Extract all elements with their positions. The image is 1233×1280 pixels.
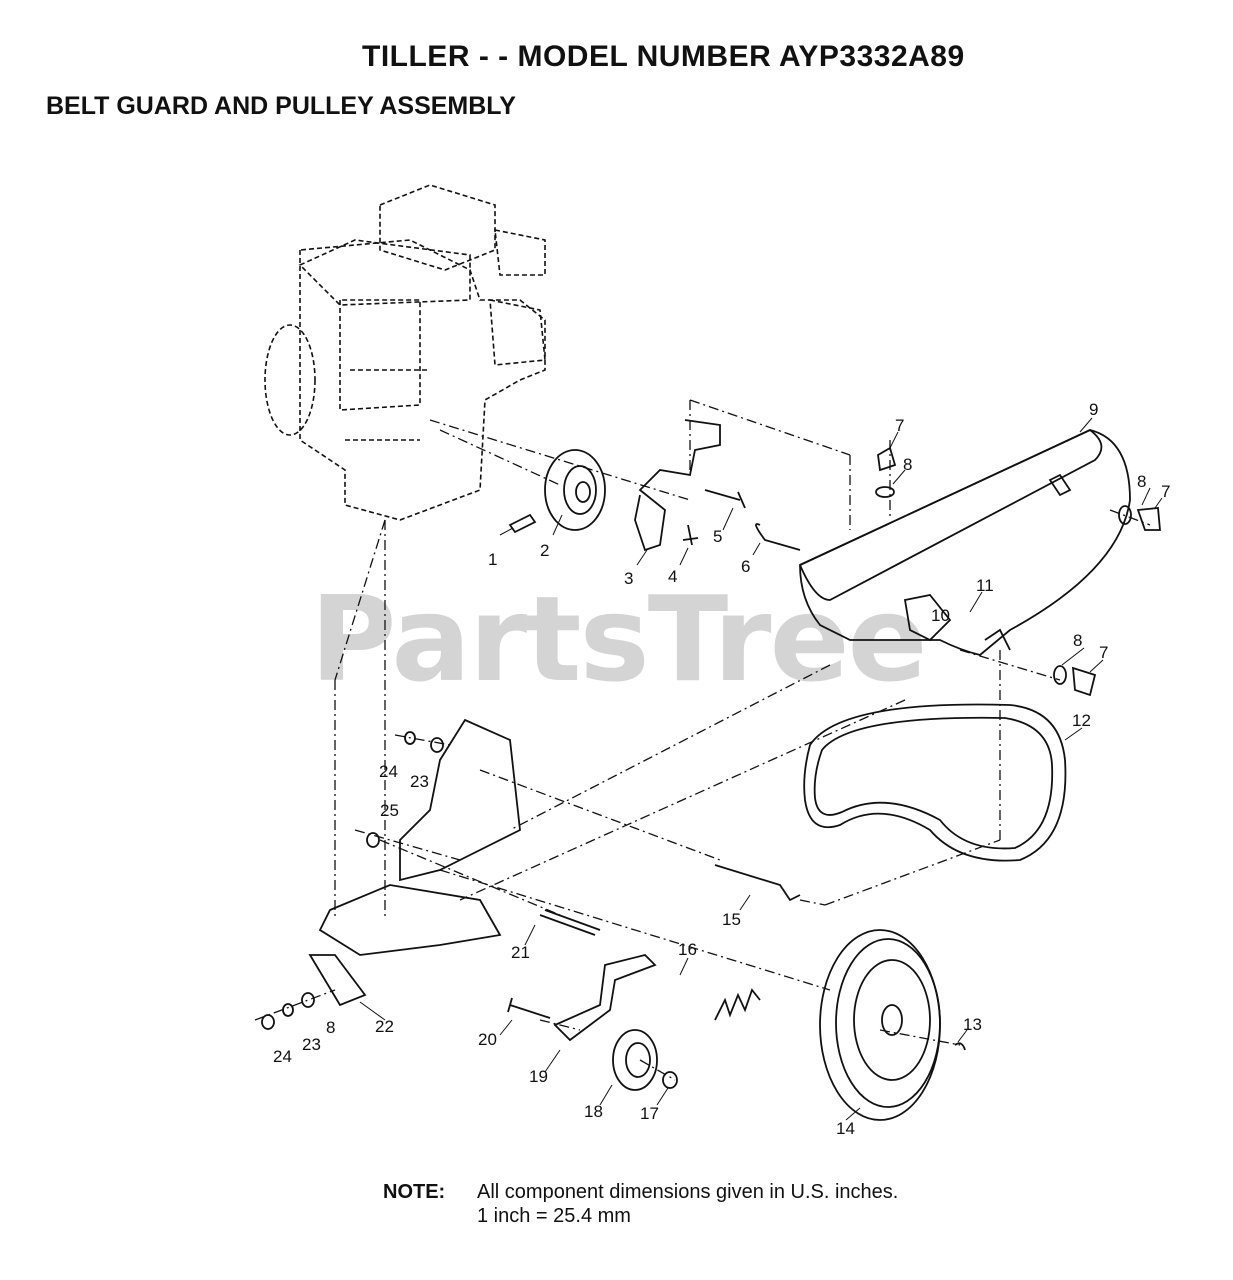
callout-24: 24 <box>379 762 398 781</box>
mounting-plate <box>399 718 521 882</box>
callout-23: 23 <box>410 772 429 791</box>
note-label: NOTE: <box>383 1181 446 1203</box>
watermark: PartsTree <box>310 570 928 708</box>
engine-carb <box>489 299 546 366</box>
callout-8-bottom: 8 <box>326 1018 336 1037</box>
bolt-5 <box>704 489 746 509</box>
callout-19: 19 <box>529 1067 548 1086</box>
acorn-nut <box>1136 507 1161 531</box>
engine-muffler <box>494 229 546 276</box>
callout-3: 3 <box>624 569 634 588</box>
callout-7-right: 7 <box>1161 482 1171 501</box>
callout-13: 13 <box>963 1015 982 1034</box>
callout-18: 18 <box>584 1102 603 1121</box>
callout-15: 15 <box>722 910 741 929</box>
idler-arm <box>553 954 657 1042</box>
set-screw <box>508 513 537 534</box>
idler-shaft <box>539 909 601 936</box>
engine-flywheel <box>264 324 316 436</box>
hook-rod <box>755 523 801 551</box>
drive-belt <box>803 703 1067 862</box>
page-title: TILLER - - MODEL NUMBER AYP3332A89 <box>362 40 965 73</box>
engine-pulley <box>544 449 606 531</box>
callout-10: 10 <box>931 606 950 625</box>
note-line-1: All component dimensions given in U.S. i… <box>477 1181 899 1203</box>
callout-25: 25 <box>380 801 399 820</box>
support-bracket <box>634 419 721 552</box>
adjusting-rod <box>714 864 801 902</box>
callout-23-bottom: 23 <box>302 1035 321 1054</box>
callout-5: 5 <box>713 527 723 546</box>
idler-pulley <box>612 1029 658 1091</box>
acorn-nut <box>877 446 897 472</box>
callout-7-lower: 7 <box>1099 643 1109 662</box>
engine-top-block <box>379 184 496 271</box>
bolt-20 <box>507 997 551 1019</box>
callout-21: 21 <box>511 943 530 962</box>
callout-14: 14 <box>836 1119 855 1138</box>
callout-8-right: 8 <box>1137 472 1147 491</box>
callout-24-bottom: 24 <box>273 1047 292 1066</box>
bolt-4 <box>682 524 699 546</box>
callout-12: 12 <box>1072 711 1091 730</box>
washer <box>875 486 895 498</box>
spring <box>714 988 761 1021</box>
callout-2: 2 <box>540 541 550 560</box>
note-line-2: 1 inch = 25.4 mm <box>477 1205 631 1227</box>
belt-guard <box>799 429 1131 656</box>
engine-cylinder <box>345 369 430 441</box>
washer <box>1053 665 1067 685</box>
callout-17: 17 <box>640 1104 659 1123</box>
callout-11: 11 <box>976 576 994 595</box>
callout-9: 9 <box>1089 400 1099 419</box>
engine-outline <box>299 239 546 521</box>
engine-block-front <box>339 299 421 411</box>
callout-1: 1 <box>488 550 498 569</box>
engine-shroud <box>298 239 471 306</box>
callout-4: 4 <box>668 567 678 586</box>
callout-20: 20 <box>478 1030 497 1049</box>
callout-22: 22 <box>375 1017 394 1036</box>
callout-8: 8 <box>903 455 913 474</box>
washer <box>1118 505 1132 525</box>
note: NOTE: All component dimensions given in U… <box>383 1180 899 1227</box>
acorn-nut <box>1071 666 1097 697</box>
page-subtitle: BELT GUARD AND PULLEY ASSEMBLY <box>46 92 516 120</box>
callout-8-lower: 8 <box>1073 631 1083 650</box>
shield-bracket-22 <box>308 954 367 1007</box>
callout-6: 6 <box>741 557 751 576</box>
callout-7: 7 <box>895 416 905 435</box>
callout-16: 16 <box>678 940 697 959</box>
